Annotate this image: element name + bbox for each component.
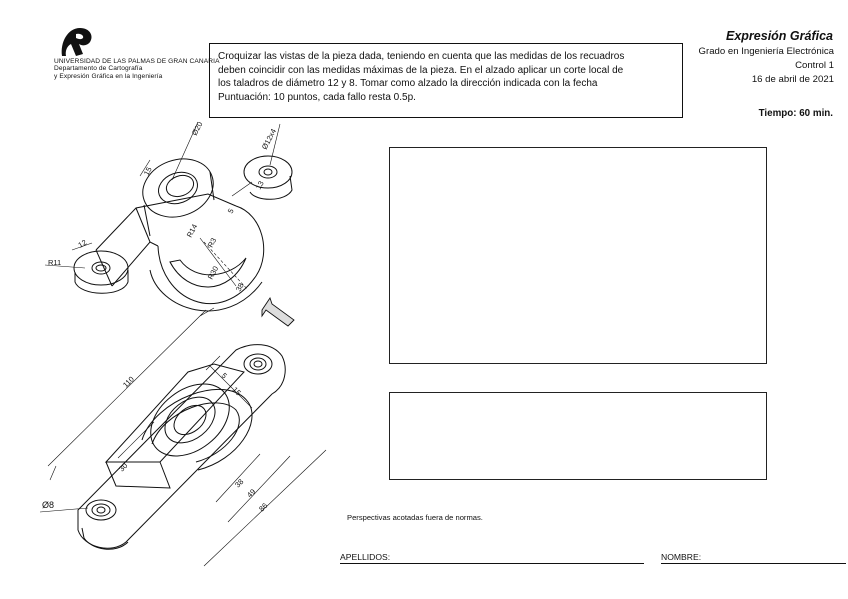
dim-r30: R30	[206, 265, 220, 281]
dim-15: 15	[142, 165, 154, 177]
instruction-line: Croquizar las vistas de la pieza dada, t…	[218, 51, 625, 62]
instructions-box: Croquizar las vistas de la pieza dada, t…	[209, 43, 683, 118]
dim-5b: 5	[220, 371, 229, 380]
dim-38-top: 38	[234, 281, 246, 293]
top-view-answer-box[interactable]	[389, 392, 767, 480]
department-line: Departamento de Cartografía	[54, 65, 143, 73]
instruction-line: deben coincidir con las medidas máximas …	[218, 64, 624, 76]
dim-86: 86	[257, 501, 269, 513]
surname-field[interactable]	[340, 563, 644, 564]
university-logo	[61, 28, 92, 56]
lower-perspective-view	[39, 307, 327, 567]
surname-label: APELLIDOS:	[340, 552, 391, 562]
dimensions-note: Perspectivas acotadas fuera de normas.	[347, 513, 483, 522]
dim-r11: R11	[48, 258, 61, 267]
dim-d20: Ø20	[190, 120, 205, 137]
exam-time: Tiempo: 60 min.	[758, 108, 833, 119]
instruction-line: los taladros de diámetro 12 y 8. Tomar c…	[218, 78, 598, 90]
dim-30: 30	[117, 461, 129, 473]
control-label: Control 1	[795, 60, 834, 71]
department-line-2: y Expresión Gráfica en la Ingeniería	[54, 72, 163, 80]
isometric-drawing: Ø20 Ø12x4 15 5 13 R14 R3 R11 12 R30 38 1…	[39, 120, 327, 567]
degree-label: Grado en Ingeniería Electrónica	[698, 46, 834, 57]
dim-13: 13	[254, 179, 266, 191]
name-field[interactable]	[661, 563, 846, 564]
dim-38: 38	[233, 477, 245, 489]
dim-49: 49	[245, 487, 257, 499]
dim-r3: R3	[206, 236, 218, 249]
exam-date: 16 de abril de 2021	[751, 74, 834, 85]
upper-perspective-view	[44, 121, 295, 327]
instruction-line: Puntuación: 10 puntos, cada fallo resta …	[218, 91, 416, 103]
dim-r14: R14	[185, 223, 199, 239]
dim-d12x4: Ø12x4	[260, 127, 278, 151]
dim-12: 12	[77, 238, 89, 250]
dim-d8: Ø8	[42, 500, 54, 510]
dim-5: 5	[226, 207, 236, 215]
course-title: Expresión Gráfica	[726, 29, 833, 43]
dim-110: 110	[121, 375, 136, 390]
name-label: NOMBRE:	[661, 552, 702, 562]
university-name: UNIVERSIDAD DE LAS PALMAS DE GRAN CANARI…	[54, 58, 220, 80]
university-line: UNIVERSIDAD DE LAS PALMAS DE GRAN CANARI…	[54, 58, 220, 65]
front-view-answer-box[interactable]	[389, 147, 767, 364]
